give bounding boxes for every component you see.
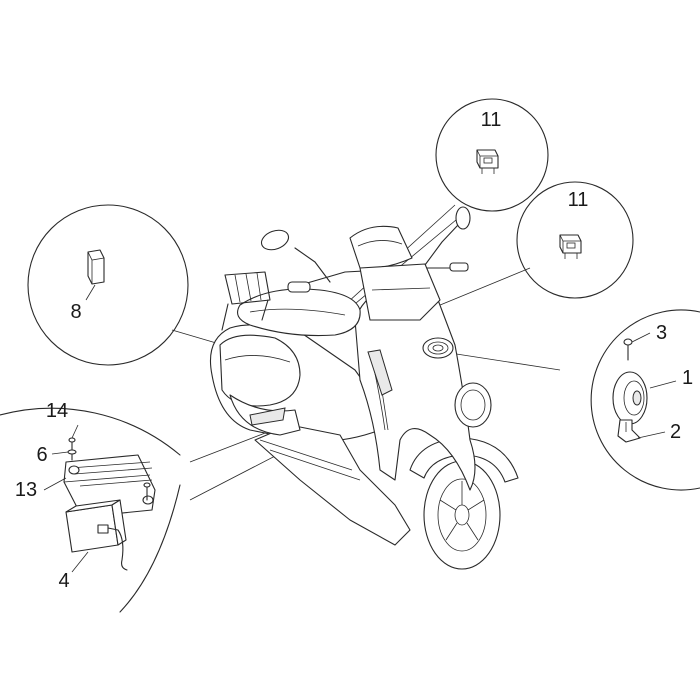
detail-circle-battery bbox=[0, 407, 181, 613]
callout-pointers bbox=[43, 284, 677, 573]
scooter-illustration bbox=[209, 206, 519, 570]
callout-label-13: 13 bbox=[15, 479, 37, 501]
detail-circle-relay-upper bbox=[435, 98, 549, 212]
callout-label-11-lower: 11 bbox=[568, 189, 589, 211]
rear-relay-icon bbox=[87, 249, 105, 285]
callout-label-6: 6 bbox=[36, 444, 47, 466]
relay-lower-icon bbox=[559, 234, 582, 259]
callout-label-11-upper: 11 bbox=[481, 109, 502, 131]
callout-label-14: 14 bbox=[46, 400, 68, 422]
relay-upper-icon bbox=[476, 149, 499, 174]
callout-label-1: 1 bbox=[682, 367, 693, 389]
horn-icon bbox=[612, 338, 648, 443]
detail-circle-relay-lower bbox=[516, 181, 634, 299]
callout-label-8: 8 bbox=[70, 301, 81, 323]
detail-circle-horn bbox=[590, 309, 700, 491]
battery-regulator-icon bbox=[63, 437, 156, 571]
callout-label-2: 2 bbox=[670, 421, 681, 443]
callout-label-4: 4 bbox=[58, 570, 69, 592]
callout-label-3: 3 bbox=[656, 322, 667, 344]
detail-circle-rear-relay bbox=[27, 204, 189, 366]
